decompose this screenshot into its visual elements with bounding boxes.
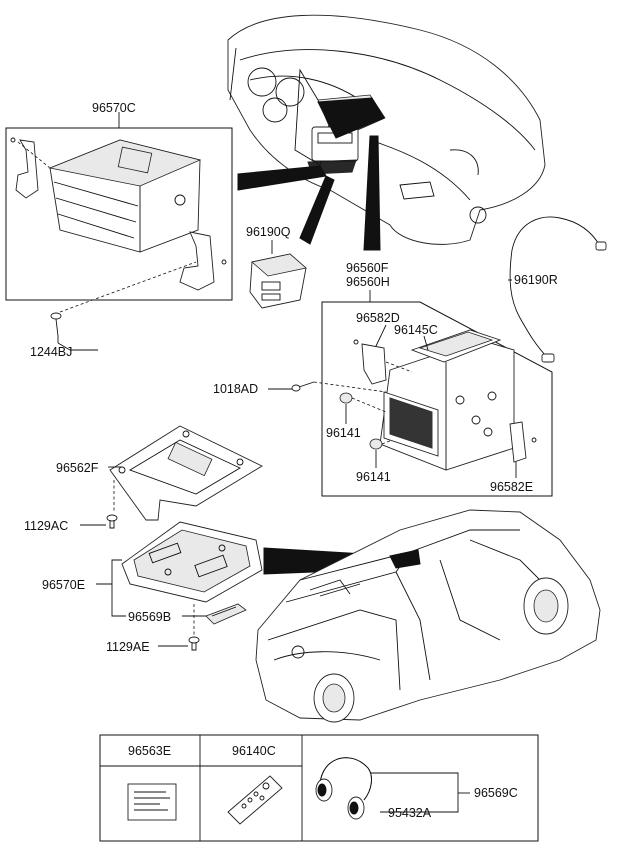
label-96570E: 96570E	[42, 578, 85, 592]
bolt-1129AC	[106, 514, 118, 529]
label-96190Q: 96190Q	[246, 225, 291, 239]
headphones-96569C	[315, 757, 372, 820]
card-96563E	[127, 783, 177, 821]
label-96140C: 96140C	[232, 744, 276, 758]
leader-lines	[57, 279, 517, 647]
usb-jack-96190Q	[249, 240, 307, 309]
label-96570C: 96570C	[92, 101, 136, 115]
screw-1244BJ	[50, 312, 62, 343]
vehicle-illustration	[255, 509, 601, 723]
audio-unit-group	[5, 112, 233, 313]
label-96190R: 96190R	[514, 273, 558, 287]
label-1129AC: 1129AC	[24, 519, 68, 533]
label-96145C: 96145C	[394, 323, 438, 337]
bracket-96562F	[109, 425, 263, 521]
label-1018AD: 1018AD	[213, 382, 258, 396]
label-96582E: 96582E	[490, 480, 533, 494]
cable-96190R	[509, 216, 607, 363]
label-1129AE: 1129AE	[106, 640, 150, 654]
label-96560F: 96560F	[346, 261, 389, 275]
label-96569C: 96569C	[474, 786, 518, 800]
label-96582D: 96582D	[356, 311, 400, 325]
label-96560H: 96560H	[346, 275, 390, 289]
label-96141-upper: 96141	[326, 426, 361, 440]
label-95432A: 95432A	[388, 806, 432, 820]
label-1244BJ: 1244BJ	[30, 345, 72, 359]
navigation-unit-group	[291, 290, 553, 497]
label-96562F: 96562F	[56, 461, 99, 475]
label-96569B: 96569B	[128, 610, 171, 624]
part-labels: 96570C 1244BJ 96190Q 96560F 96560H 96190…	[24, 101, 558, 820]
label-96563E: 96563E	[128, 744, 171, 758]
bolt-1129AE	[188, 636, 200, 651]
accessory-table	[99, 734, 539, 842]
label-96141-lower: 96141	[356, 470, 391, 484]
lamp-lens-96569B	[205, 603, 247, 625]
remote-96140C	[227, 775, 283, 825]
dashboard-illustration	[227, 14, 546, 251]
